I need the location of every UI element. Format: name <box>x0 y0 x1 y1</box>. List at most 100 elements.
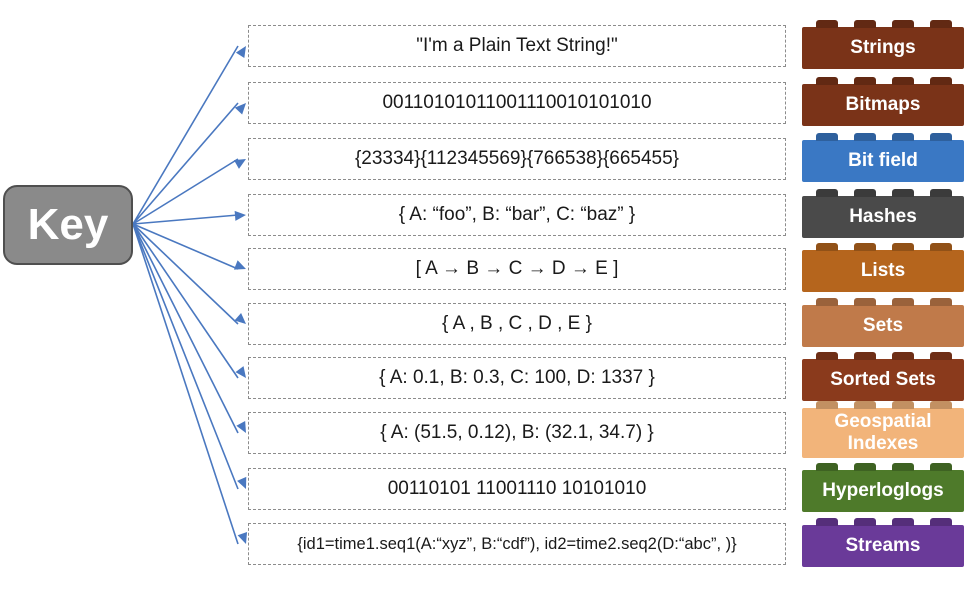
value-box: [ A → B → C → D → E ] <box>248 248 786 290</box>
value-text: { A: 0.1, B: 0.3, C: 100, D: 1337 } <box>379 367 655 388</box>
brick-stud <box>892 243 914 251</box>
value-text: {23334}{112345569}{766538}{665455} <box>354 148 680 169</box>
brick-stud <box>930 352 952 360</box>
brick-studs <box>802 401 964 409</box>
brick-stud <box>854 401 876 409</box>
arrowhead <box>233 159 246 169</box>
arrowhead <box>233 260 246 270</box>
arrowhead <box>234 312 246 324</box>
brick-stud <box>892 77 914 85</box>
type-label: Hyperloglogs <box>822 480 944 501</box>
brick-stud <box>892 20 914 28</box>
brick-stud <box>930 401 952 409</box>
arrowhead <box>234 210 246 221</box>
arrow-line <box>132 214 239 225</box>
brick-stud <box>930 298 952 306</box>
brick-stud <box>816 352 838 360</box>
type-label: Sets <box>862 315 904 336</box>
type-label: Sorted Sets <box>830 369 936 390</box>
brick-stud <box>930 463 952 471</box>
brick-stud <box>816 243 838 251</box>
key-label: Key <box>27 200 109 249</box>
type-brick: Hyperloglogs <box>802 463 964 512</box>
brick-stud <box>930 518 952 526</box>
brick-stud <box>930 77 952 85</box>
brick-studs <box>802 77 964 85</box>
type-brick: Bit field <box>802 133 964 182</box>
arrow-line <box>132 223 239 490</box>
value-text: [ A → B → C → D → E ] <box>415 258 619 279</box>
value-text: { A: (51.5, 0.12), B: (32.1, 34.7) } <box>380 422 654 443</box>
arrow-line <box>132 223 239 434</box>
brick-studs <box>802 298 964 306</box>
value-box: 00110101011001110010101010 <box>248 82 786 124</box>
arrowhead <box>237 531 248 544</box>
arrow-line <box>132 223 239 379</box>
brick-studs <box>802 243 964 251</box>
type-brick: Bitmaps <box>802 77 964 126</box>
brick-stud <box>854 352 876 360</box>
brick-stud <box>892 133 914 141</box>
type-brick: Strings <box>802 20 964 69</box>
type-label: Strings <box>850 37 916 58</box>
type-brick: Sets <box>802 298 964 347</box>
brick-studs <box>802 518 964 526</box>
brick-stud <box>892 401 914 409</box>
type-label: Lists <box>860 260 906 281</box>
brick-stud <box>816 401 838 409</box>
value-box: 00110101 11001110 10101010 <box>248 468 786 510</box>
arrow-line <box>132 45 239 225</box>
brick-stud <box>854 20 876 28</box>
arrow-line <box>132 158 239 225</box>
arrowhead <box>234 103 246 115</box>
type-brick: Streams <box>802 518 964 567</box>
brick-studs <box>802 463 964 471</box>
type-brick: Sorted Sets <box>802 352 964 401</box>
value-box: "I'm a Plain Text String!" <box>248 25 786 67</box>
type-label: Streams <box>845 535 921 556</box>
value-box: {id1=time1.seq1(A:“xyz”, B:“cdf”), id2=t… <box>248 523 786 565</box>
brick-stud <box>930 133 952 141</box>
brick-stud <box>854 189 876 197</box>
brick-stud <box>816 298 838 306</box>
brick-stud <box>892 298 914 306</box>
value-box: { A: “foo”, B: “bar”, C: “baz” } <box>248 194 786 236</box>
brick-stud <box>892 189 914 197</box>
brick-stud <box>892 352 914 360</box>
arrowhead <box>235 366 246 378</box>
value-text: "I'm a Plain Text String!" <box>416 35 618 56</box>
type-label: Bit field <box>848 150 918 171</box>
brick-stud <box>892 463 914 471</box>
key-box: Key <box>3 185 133 265</box>
brick-stud <box>854 243 876 251</box>
arrow-line <box>132 223 239 545</box>
brick-studs <box>802 189 964 197</box>
brick-studs <box>802 20 964 28</box>
arrowhead <box>236 420 246 433</box>
brick-stud <box>930 243 952 251</box>
brick-stud <box>816 518 838 526</box>
brick-stud <box>854 463 876 471</box>
arrowhead <box>237 476 247 489</box>
value-text: { A , B , C , D , E } <box>442 313 592 334</box>
brick-studs <box>802 133 964 141</box>
brick-stud <box>854 77 876 85</box>
type-label: Geospatial Indexes <box>834 411 932 454</box>
type-label: Bitmaps <box>845 94 921 115</box>
type-brick: Geospatial Indexes <box>802 401 964 458</box>
arrowhead <box>235 46 246 58</box>
value-box: {23334}{112345569}{766538}{665455} <box>248 138 786 180</box>
brick-stud <box>930 20 952 28</box>
brick-stud <box>816 77 838 85</box>
type-brick: Lists <box>802 243 964 292</box>
value-text: 00110101 11001110 10101010 <box>387 478 647 499</box>
arrow-line <box>132 223 239 325</box>
type-label: Hashes <box>849 206 917 227</box>
value-box: { A: 0.1, B: 0.3, C: 100, D: 1337 } <box>248 357 786 399</box>
brick-stud <box>854 133 876 141</box>
brick-stud <box>816 189 838 197</box>
value-text: {id1=time1.seq1(A:“xyz”, B:“cdf”), id2=t… <box>297 534 737 553</box>
value-text: 00110101011001110010101010 <box>382 92 652 113</box>
value-box: { A , B , C , D , E } <box>248 303 786 345</box>
